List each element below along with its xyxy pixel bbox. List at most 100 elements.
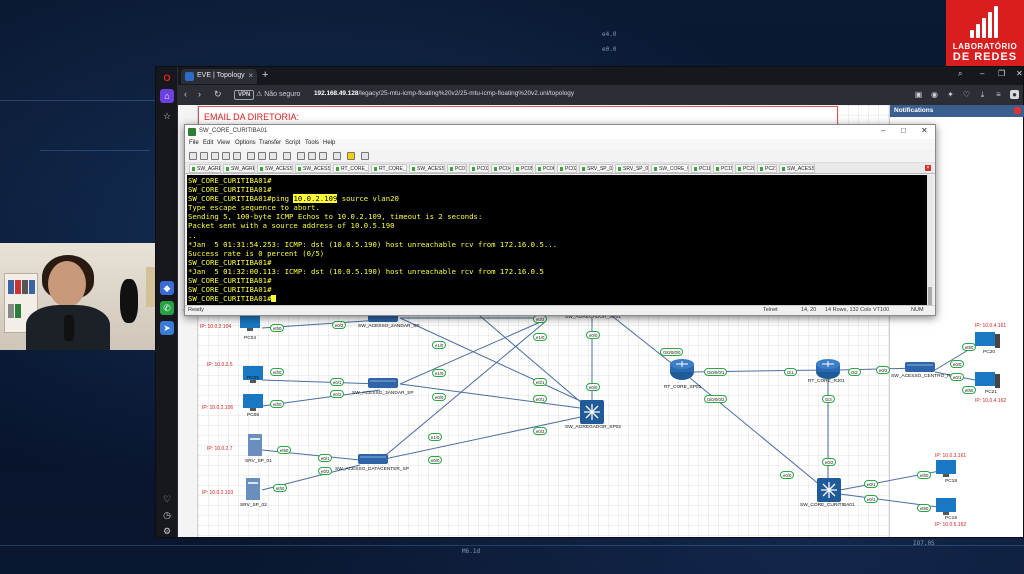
session-tab[interactable]: SRV_SP_02 — [615, 164, 649, 173]
notifications-close-button[interactable] — [1014, 107, 1021, 114]
connect-tab-icon[interactable] — [211, 152, 219, 160]
sw-acesso-3andar-icon[interactable] — [368, 378, 398, 388]
forward-icon[interactable]: › — [198, 89, 201, 99]
clock-icon[interactable]: ◷ — [163, 509, 171, 520]
disconnect-icon[interactable] — [233, 152, 241, 160]
srv01-icon[interactable] — [248, 434, 262, 456]
sw-core-curitiba-icon[interactable] — [817, 478, 841, 502]
not-secure-label[interactable]: ⚠ Não seguro — [256, 91, 301, 98]
reload-icon[interactable]: ↻ — [214, 89, 222, 99]
session-tab[interactable]: SW_ACESSO — [257, 164, 293, 173]
srv02-icon[interactable] — [246, 478, 260, 500]
terminal-titlebar[interactable]: SW_CORE_CURITIBA01 – □ ✕ — [185, 125, 935, 139]
menu-options[interactable]: Options — [235, 140, 256, 146]
global-options-icon[interactable] — [308, 152, 316, 160]
terminal-maximize-button[interactable]: □ — [901, 126, 906, 135]
pc18-icon[interactable] — [936, 460, 956, 477]
pc05-icon[interactable] — [243, 366, 263, 383]
pc20-icon[interactable] — [975, 332, 1000, 348]
session-tab[interactable]: SW_AGREG — [223, 164, 255, 173]
session-tab[interactable]: PC05 — [513, 164, 533, 173]
sw-acesso-datacenter-icon[interactable] — [358, 454, 388, 464]
keymap-icon[interactable] — [333, 152, 341, 160]
download-icon[interactable]: ⤓ — [980, 90, 985, 99]
session-tab[interactable]: PC18 — [691, 164, 711, 173]
terminal-scrollbar[interactable] — [927, 175, 933, 307]
rt-core-sp-icon[interactable] — [670, 359, 694, 380]
rt-core-rj-icon[interactable] — [816, 359, 840, 379]
pc19-icon[interactable] — [936, 498, 956, 515]
scrollbar-thumb[interactable] — [928, 287, 932, 305]
menu-file[interactable]: File — [189, 140, 199, 146]
session-tab-active[interactable]: SW_CORE_C — [651, 164, 689, 173]
sw-acesso-centro-icon[interactable] — [905, 362, 935, 372]
session-tab[interactable]: SW_ACESSO — [409, 164, 445, 173]
session-tab[interactable]: PC19 — [713, 164, 733, 173]
session-tab[interactable]: SW_ACESSO — [779, 164, 815, 173]
minimize-button[interactable]: – — [980, 69, 985, 78]
extensions-icon[interactable]: ✦ — [947, 90, 954, 99]
close-window-button[interactable]: ✕ — [1016, 69, 1023, 78]
paste-icon[interactable] — [258, 152, 266, 160]
heart-icon[interactable]: ♡ — [162, 493, 172, 504]
session-tab[interactable]: SW_AGREG — [189, 164, 221, 173]
menu-view[interactable]: View — [217, 140, 230, 146]
session-tab[interactable]: PC04 — [491, 164, 511, 173]
menu-tools[interactable]: Tools — [305, 140, 320, 146]
print-icon[interactable] — [283, 152, 291, 160]
sftp-icon[interactable] — [319, 152, 327, 160]
terminal-close-button[interactable]: ✕ — [921, 126, 928, 135]
pc04-icon[interactable] — [240, 314, 260, 331]
session-tab[interactable]: SW_ACESSO — [295, 164, 331, 173]
menu-edit[interactable]: Edit — [203, 140, 214, 146]
find-icon[interactable] — [269, 152, 277, 160]
bookmark-icon[interactable]: ♡ — [962, 90, 971, 99]
star-icon[interactable]: ☆ — [162, 110, 172, 121]
terminal-minimize-button[interactable]: – — [881, 126, 886, 135]
reconnect-icon[interactable] — [222, 152, 230, 160]
session-tab[interactable]: PC06 — [535, 164, 555, 173]
session-tab[interactable]: RT_CORE_R — [333, 164, 369, 173]
home-icon[interactable]: ⌂ — [160, 89, 174, 103]
terminal-output[interactable]: SW_CORE_CURITIBA01# SW_CORE_CURITIBA01# … — [187, 175, 927, 307]
session-tab[interactable]: PC01 — [447, 164, 467, 173]
profile-icon[interactable]: ● — [1010, 90, 1019, 99]
new-tab-button[interactable]: + — [262, 69, 269, 81]
tips-icon[interactable] — [347, 152, 355, 160]
whatsapp-icon[interactable]: ✆ — [160, 301, 174, 315]
camera-icon[interactable]: ▣ — [914, 90, 923, 99]
url-field[interactable]: 192.168.49.128/legacy/25-mtu-icmp-floati… — [314, 90, 574, 97]
email-text-box[interactable]: EMAIL DA DIRETORIA: — [198, 106, 838, 126]
copy-icon[interactable] — [247, 152, 255, 160]
back-icon[interactable]: ‹ — [184, 89, 187, 99]
pc06-icon[interactable] — [243, 394, 263, 411]
messenger-icon[interactable]: ◆ — [160, 281, 174, 295]
settings-icon[interactable]: ⚙ — [162, 525, 172, 536]
connect-icon[interactable] — [189, 152, 197, 160]
session-tab[interactable]: PC02 — [557, 164, 577, 173]
menu-script[interactable]: Script — [285, 140, 301, 146]
menu-icon[interactable]: ≡ — [996, 90, 1001, 99]
pc21-icon[interactable] — [975, 372, 1000, 388]
session-tab[interactable]: RT_CORE_S — [371, 164, 407, 173]
session-tab[interactable]: PC20 — [735, 164, 755, 173]
securecrt-window[interactable]: SW_CORE_CURITIBA01 – □ ✕ File Edit View … — [184, 124, 936, 316]
maximize-button[interactable]: ❐ — [998, 69, 1006, 78]
menu-transfer[interactable]: Transfer — [259, 140, 282, 146]
session-tab[interactable]: PC03 — [469, 164, 489, 173]
quick-connect-icon[interactable] — [200, 152, 208, 160]
help-icon[interactable] — [361, 152, 369, 160]
menu-help[interactable]: Help — [323, 140, 336, 146]
search-tabs-icon[interactable]: ⌕ — [958, 69, 963, 78]
telegram-icon[interactable]: ➤ — [160, 321, 174, 335]
close-session-icon[interactable]: × — [925, 165, 931, 171]
sw-agregador-sp02-icon[interactable] — [580, 400, 604, 424]
opera-logo-icon[interactable]: O — [163, 73, 171, 83]
session-tab[interactable]: SRV_SP_01 — [579, 164, 613, 173]
options-icon[interactable] — [297, 152, 305, 160]
screenshot-icon[interactable]: ◉ — [931, 90, 938, 99]
vpn-badge[interactable]: VPN — [234, 90, 255, 100]
close-tab-icon[interactable]: × — [248, 71, 253, 80]
tab-eve-topology[interactable]: EVE | Topology × — [181, 69, 257, 84]
session-tab[interactable]: PC21 — [757, 164, 777, 173]
